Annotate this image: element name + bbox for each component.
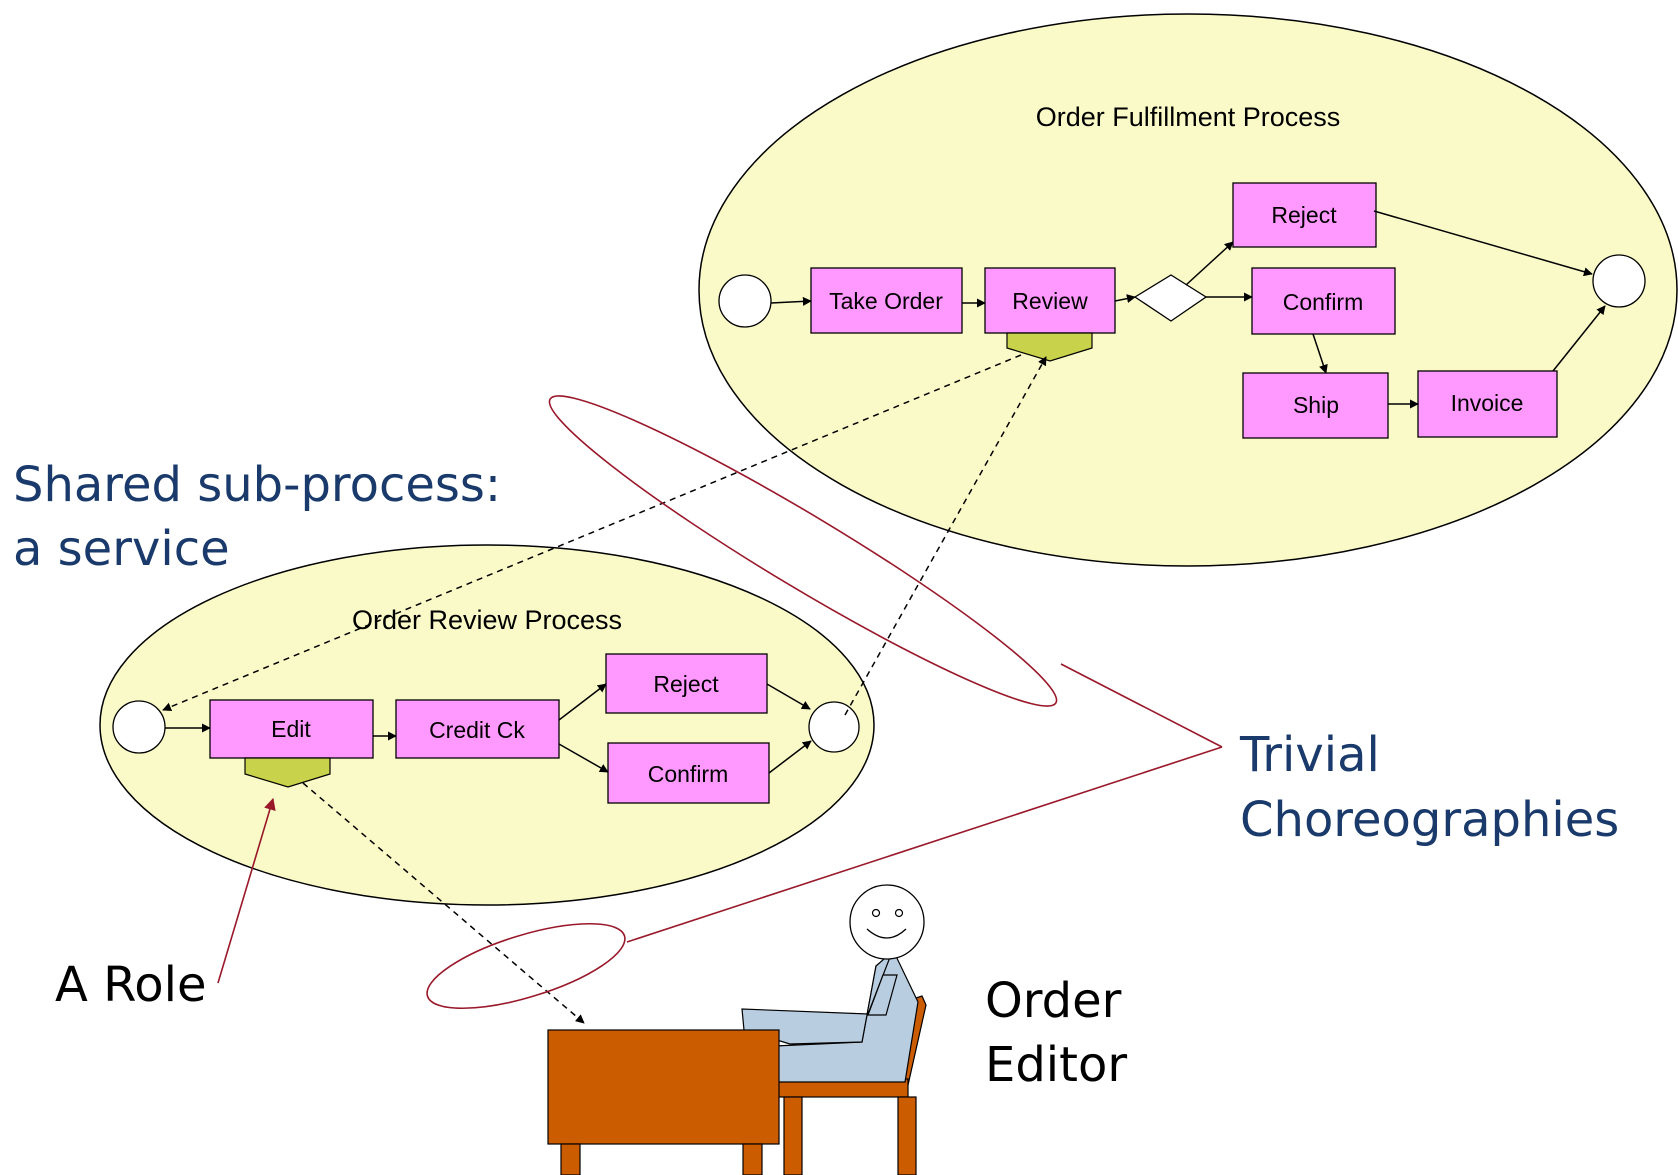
trivial-choreographies-line1: Trivial — [1239, 727, 1380, 783]
trivial-choreographies-callouts — [217, 395, 1223, 1010]
order-review-process: Order Review Process Edit Credit Ck Reje… — [99, 544, 875, 906]
person — [741, 951, 919, 1083]
smiley-face-icon — [849, 884, 925, 960]
order-editor-line1: Order — [985, 973, 1122, 1029]
a-role-label: A Role — [55, 957, 207, 1013]
task-ship[interactable] — [1242, 372, 1389, 439]
task-take-order[interactable] — [810, 267, 963, 334]
task-invoice-label: Invoice — [1451, 390, 1524, 416]
review-start-event — [112, 700, 166, 754]
task-edit[interactable] — [209, 699, 374, 759]
edit-role-marker — [244, 757, 331, 788]
shared-subprocess-line1: Shared sub-process: — [13, 457, 501, 513]
task-review-label: Review — [1012, 288, 1088, 314]
task-review-reject-label: Reject — [653, 671, 719, 697]
task-credit-check-label: Credit Ck — [429, 717, 525, 743]
callout-line-upper — [1060, 663, 1223, 748]
review-to-start-message — [162, 354, 1022, 712]
callout-line-lower — [626, 746, 1223, 943]
task-review[interactable] — [984, 267, 1116, 334]
fulfillment-end-event — [1592, 254, 1646, 308]
order-editor-line2: Editor — [985, 1037, 1127, 1093]
task-fulfill-confirm[interactable] — [1251, 267, 1396, 335]
order-fulfillment-process: Order Fulfillment Process Take Order Rev… — [698, 13, 1678, 567]
fulfillment-start-event — [718, 274, 772, 328]
review-process-title: Order Review Process — [352, 605, 622, 635]
task-review-confirm-label: Confirm — [648, 761, 729, 787]
task-fulfill-confirm-label: Confirm — [1283, 289, 1364, 315]
review-end-event — [808, 701, 860, 753]
trivial-choreographies-line2: Choreographies — [1240, 792, 1619, 848]
review-role-marker — [1006, 332, 1093, 362]
shared-subprocess-line2: a service — [13, 521, 230, 577]
end-to-review-message — [844, 356, 1047, 716]
fulfillment-title: Order Fulfillment Process — [1036, 102, 1341, 132]
task-fulfill-reject[interactable] — [1232, 182, 1377, 248]
task-ship-label: Ship — [1293, 392, 1339, 418]
role-pointer-arrow — [217, 797, 276, 984]
callout-ellipse-upper — [548, 395, 1058, 707]
task-fulfill-reject-label: Reject — [1271, 202, 1337, 228]
review-flows — [165, 683, 812, 774]
task-credit-check[interactable] — [395, 699, 560, 759]
task-invoice[interactable] — [1417, 370, 1558, 438]
callout-ellipse-lower — [426, 922, 626, 1010]
message-flows — [162, 354, 1047, 1024]
annotations: Shared sub-process: a service Trivial Ch… — [13, 457, 1619, 1093]
fulfillment-flows — [770, 210, 1606, 409]
desk — [547, 1029, 780, 1175]
order-editor-figure — [547, 884, 927, 1175]
task-take-order-label: Take Order — [829, 288, 943, 314]
task-edit-label: Edit — [271, 716, 311, 742]
